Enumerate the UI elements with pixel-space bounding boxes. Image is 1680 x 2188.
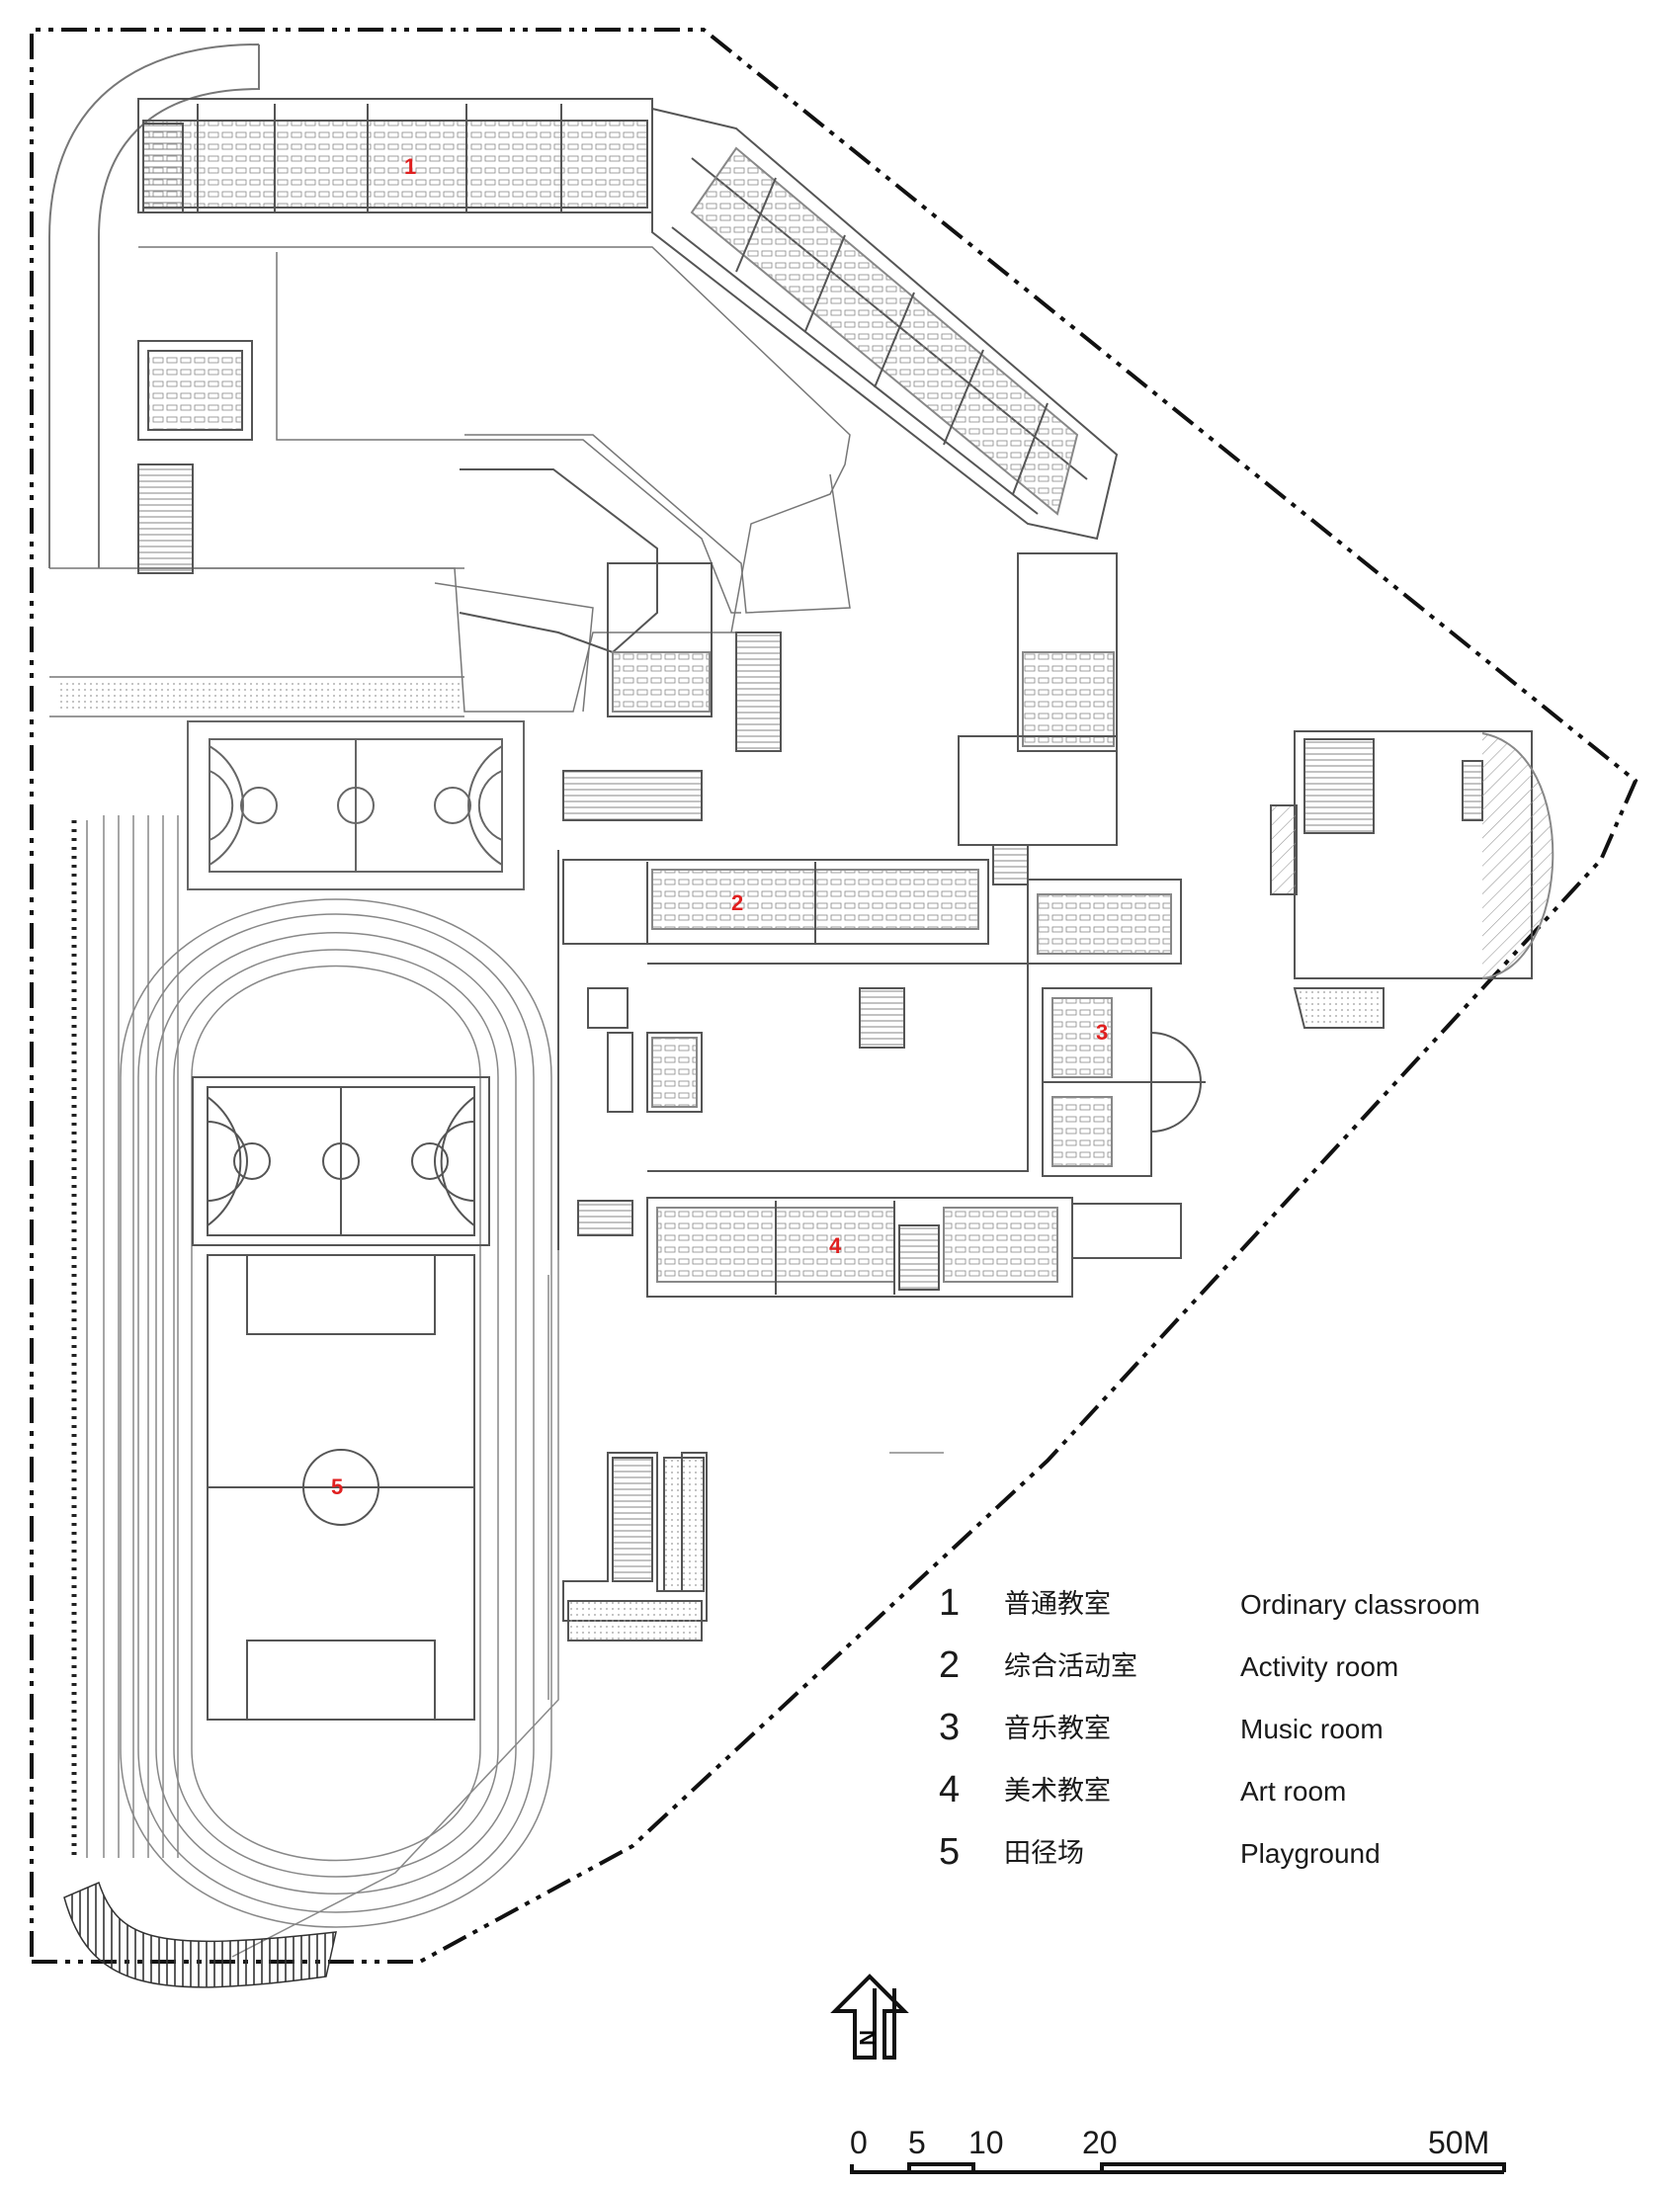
activity-wing-2 <box>562 859 1182 965</box>
legend-item: 2 综合活动室 Activity room <box>939 1643 1571 1706</box>
legend-number: 1 <box>939 1582 961 1624</box>
plaza-paving <box>59 680 460 712</box>
legend-chinese-label: 美术教室 <box>1004 1776 1111 1807</box>
legend-item: 3 音乐教室 Music room <box>939 1706 1571 1768</box>
legend-chinese-label: 音乐教室 <box>1004 1714 1111 1744</box>
legend-english-label: Art room <box>1240 1776 1347 1807</box>
central-block <box>459 468 782 821</box>
room-marker-1: 1 <box>404 154 416 179</box>
scale-label-0: 0 <box>850 2125 868 2160</box>
basketball-court-field <box>192 1076 490 1246</box>
room-marker-2: 2 <box>731 890 743 915</box>
scale-label-5: 5 <box>908 2125 926 2160</box>
legend-number: 5 <box>939 1831 961 1873</box>
legend-item: 4 美术教室 Art room <box>939 1768 1571 1830</box>
west-service-block <box>137 340 253 574</box>
room-marker-4: 4 <box>829 1233 842 1258</box>
running-track <box>120 898 552 1928</box>
legend-number: 2 <box>939 1644 961 1686</box>
basketball-court-top <box>187 720 525 890</box>
site-boundary <box>30 28 1638 1964</box>
art-wing-4 <box>577 1197 1182 1298</box>
classroom-wing-1 <box>137 98 1119 541</box>
scale-label-20: 20 <box>1082 2125 1118 2160</box>
east-block <box>958 552 1118 885</box>
legend-english-label: Playground <box>1240 1838 1381 1869</box>
legend-item: 5 田径场 Playground <box>939 1830 1571 1893</box>
scale-bar <box>850 2162 1506 2174</box>
room-marker-5: 5 <box>331 1474 343 1499</box>
legend-number: 4 <box>939 1769 961 1810</box>
scale-label-50m: 50M <box>1428 2125 1490 2160</box>
room-marker-3: 3 <box>1096 1020 1108 1045</box>
legend-english-label: Music room <box>1240 1714 1384 1744</box>
south-stair <box>562 1452 708 1641</box>
legend-chinese-label: 综合活动室 <box>1004 1651 1137 1682</box>
corridor-outline <box>49 246 851 717</box>
north-letter: N <box>855 2030 880 2046</box>
legend: 1 普通教室 Ordinary classroom 2 综合活动室 Activi… <box>939 1581 1571 1893</box>
music-wing-3 <box>1042 987 1206 1177</box>
legend-chinese-label: 田径场 <box>1004 1838 1084 1869</box>
north-arrow-icon <box>830 1974 909 2060</box>
bleachers <box>63 1881 337 1988</box>
courtyard-ring <box>557 850 1029 1250</box>
site-paths <box>231 1250 944 1958</box>
legend-chinese-label: 普通教室 <box>1004 1589 1111 1620</box>
legend-number: 3 <box>939 1707 961 1748</box>
legend-item: 1 普通教室 Ordinary classroom <box>939 1581 1571 1643</box>
legend-english-label: Ordinary classroom <box>1240 1589 1480 1620</box>
scale-label-10: 10 <box>968 2125 1004 2160</box>
football-field <box>207 1254 475 1721</box>
sprint-lanes <box>71 815 179 1858</box>
east-pavilion <box>1270 730 1554 1029</box>
legend-english-label: Activity room <box>1240 1651 1399 1682</box>
